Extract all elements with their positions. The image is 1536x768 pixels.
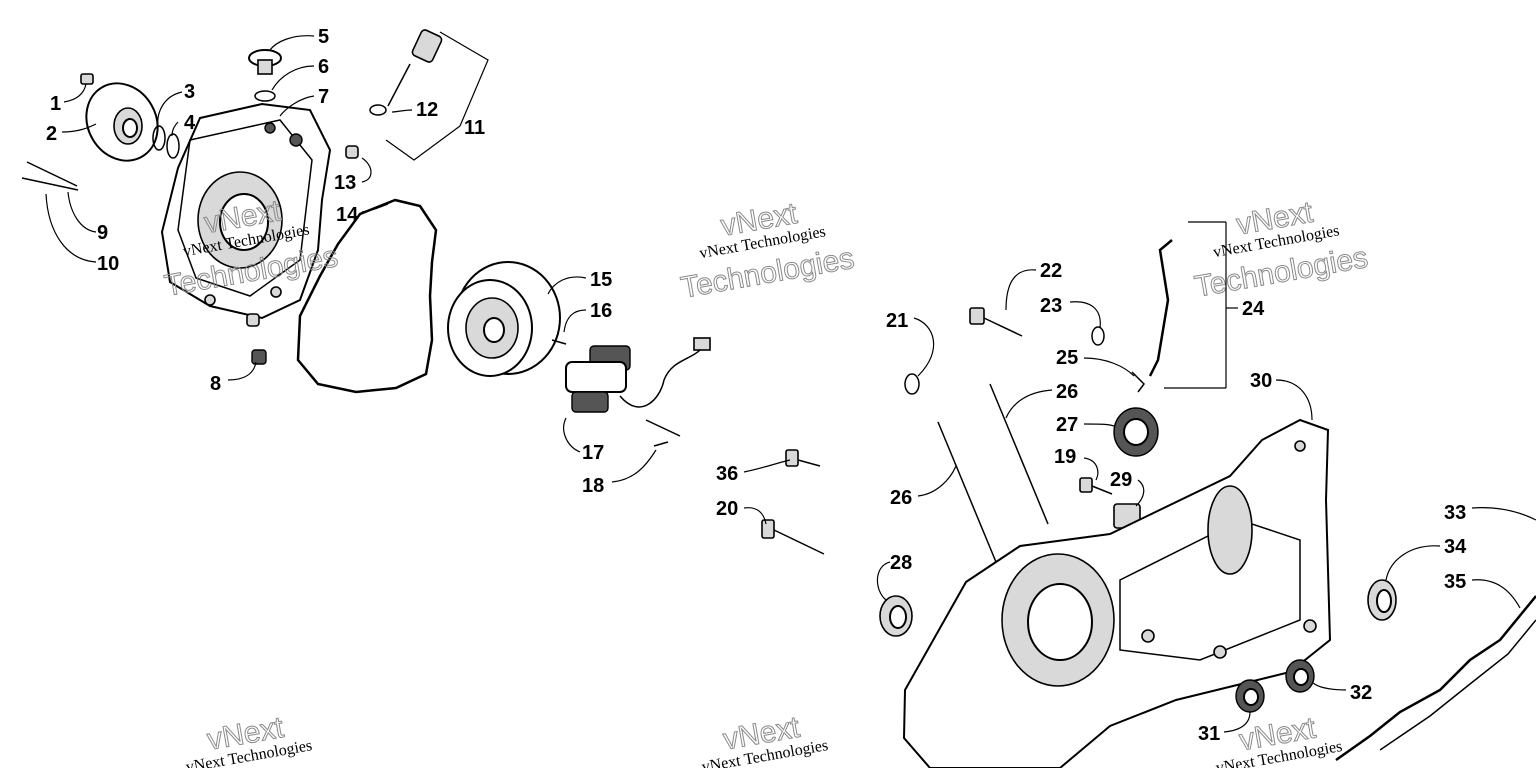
callout-10: 10 bbox=[97, 253, 119, 275]
callout-27: 27 bbox=[1056, 414, 1078, 436]
callout-31: 31 bbox=[1198, 723, 1220, 745]
part-35-gasket-inner bbox=[1379, 619, 1536, 751]
callout-16: 16 bbox=[590, 300, 612, 322]
part-11-dipstick bbox=[369, 29, 443, 116]
callout-13: 13 bbox=[334, 172, 356, 194]
part-14-gasket bbox=[296, 198, 438, 394]
part-1-nut bbox=[80, 73, 94, 85]
callout-32: 32 bbox=[1350, 682, 1372, 704]
callout-29: 29 bbox=[1110, 469, 1132, 491]
part-18-screw bbox=[653, 441, 669, 447]
part-dowel bbox=[246, 313, 260, 327]
callout-26-upper: 26 bbox=[1056, 381, 1078, 403]
part-30-crankcase bbox=[902, 418, 1332, 768]
part-20-bolt bbox=[761, 519, 825, 555]
callout-35: 35 bbox=[1444, 571, 1466, 593]
callout-8: 8 bbox=[210, 373, 221, 395]
callout-11: 11 bbox=[464, 117, 485, 139]
callout-18: 18 bbox=[582, 475, 604, 497]
callout-25: 25 bbox=[1056, 347, 1078, 369]
callout-19: 19 bbox=[1054, 446, 1076, 468]
part-16-screw bbox=[551, 339, 567, 345]
part-32-seal bbox=[1285, 659, 1315, 693]
callout-24: 24 bbox=[1242, 298, 1265, 320]
callout-12: 12 bbox=[416, 99, 438, 121]
part-23-clip bbox=[1091, 326, 1105, 346]
callout-6: 6 bbox=[318, 56, 329, 78]
callout-15: 15 bbox=[590, 269, 612, 291]
part-19-bolt bbox=[1079, 477, 1113, 495]
part-35-gasket bbox=[1335, 595, 1536, 762]
callout-4: 4 bbox=[184, 112, 196, 134]
part-26-stud-a bbox=[989, 383, 1049, 525]
part-25-clamp bbox=[1131, 371, 1145, 393]
part-7-side-cover bbox=[160, 102, 332, 320]
callout-28: 28 bbox=[890, 552, 912, 574]
leader-lines bbox=[45, 31, 1536, 733]
part-36-bolt bbox=[785, 449, 821, 467]
callout-1: 1 bbox=[50, 93, 61, 115]
part-15-flywheel bbox=[447, 261, 561, 377]
callout-22: 22 bbox=[1040, 260, 1062, 282]
callout-23: 23 bbox=[1040, 295, 1062, 317]
callout-5: 5 bbox=[318, 26, 329, 48]
callout-36: 36 bbox=[716, 463, 738, 485]
part-24-tube bbox=[1148, 239, 1173, 377]
part-26-stud-b bbox=[937, 421, 997, 563]
part-2-plate bbox=[85, 82, 159, 162]
callout-30: 30 bbox=[1250, 370, 1272, 392]
callout-9: 9 bbox=[97, 222, 108, 244]
part-28-seal bbox=[879, 595, 913, 637]
callout-7: 7 bbox=[318, 86, 329, 108]
part-21-clip bbox=[904, 373, 920, 395]
callout-34: 34 bbox=[1444, 536, 1467, 558]
callout-3: 3 bbox=[184, 81, 195, 103]
callout-2: 2 bbox=[46, 123, 57, 145]
callout-21: 21 bbox=[886, 310, 908, 332]
part-3-4-orings bbox=[152, 125, 180, 159]
callout-33: 33 bbox=[1444, 502, 1466, 524]
part-5-6-plug bbox=[248, 49, 282, 102]
part-31-seal bbox=[1235, 679, 1265, 713]
callout-17: 17 bbox=[582, 442, 604, 464]
part-13-dowel bbox=[345, 145, 359, 159]
callouts: 1 2 3 4 5 6 7 8 9 10 11 12 13 14 15 16 1… bbox=[46, 26, 1467, 745]
part-27-bearing bbox=[1113, 407, 1159, 457]
part-17-stator bbox=[565, 337, 711, 437]
part-34-seal bbox=[1367, 579, 1397, 621]
callout-14: 14 bbox=[336, 204, 359, 226]
part-9-10-bolts bbox=[21, 161, 79, 191]
callout-26-lower: 26 bbox=[890, 487, 912, 509]
callout-20: 20 bbox=[716, 498, 738, 520]
part-22-bolt bbox=[969, 307, 1023, 337]
part-8-plug bbox=[251, 349, 267, 365]
